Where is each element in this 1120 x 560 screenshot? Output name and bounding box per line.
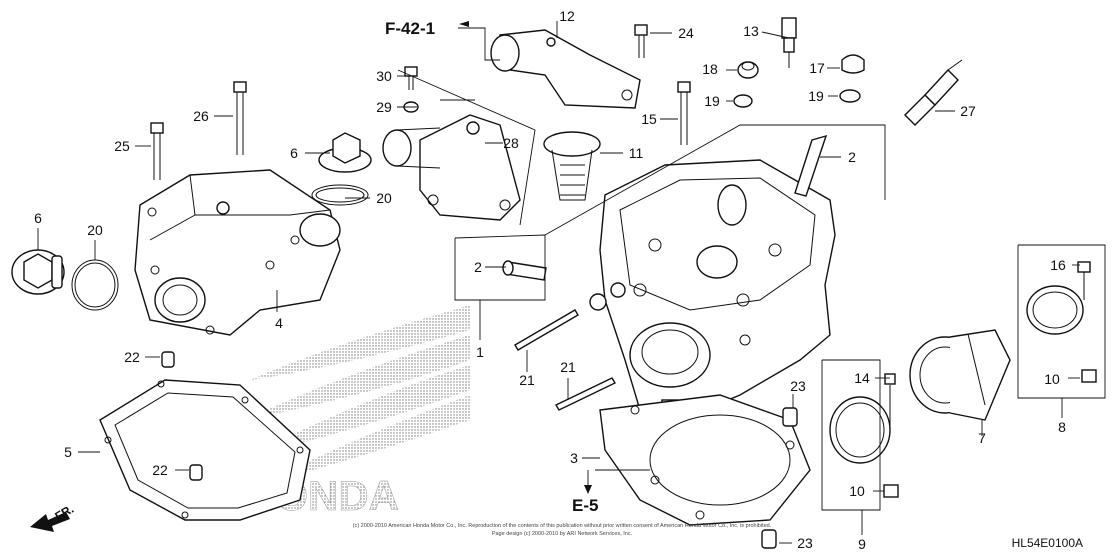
part-cap-left [11,249,65,295]
part-oring-left [71,259,119,311]
front-arrow-icon [30,512,70,532]
callout-3: 3 [570,450,578,466]
part-dowel-23a [782,407,798,427]
callout-19b: 19 [808,88,824,104]
callout-21a: 21 [519,372,535,388]
callout-8: 8 [1058,419,1066,435]
part-thermostat-cover [382,114,521,221]
part-oring-top [311,184,369,206]
callout-27: 27 [960,103,976,119]
callout-20b: 20 [87,222,103,238]
callout-5: 5 [64,444,72,460]
callout-6a: 6 [290,145,298,161]
part-nut-18 [737,61,759,79]
callout-28: 28 [503,135,519,151]
callout-11: 11 [629,145,644,161]
e5-arrow-icon [584,485,592,494]
callout-21b: 21 [560,359,576,375]
group-frames [397,69,1106,511]
callout-23b: 23 [797,535,813,551]
part-dowel-23b [761,529,777,549]
callout-2a: 2 [848,149,856,165]
callout-15: 15 [641,111,657,127]
callout-4: 4 [275,315,283,331]
callout-19a: 19 [704,93,720,109]
part-washer-19b [839,89,861,103]
part-sensor-13 [781,17,797,68]
part-bolt-24 [634,24,648,58]
part-cylinder-head [589,159,836,423]
copyright-line-1: (c) 2000-2010 American Honda Motor Co., … [353,523,772,529]
part-cap-17 [841,54,865,74]
part-gasket-5 [99,379,311,521]
part-washer-19a [733,94,753,108]
part-bolt-26 [233,81,247,155]
part-cap-top [318,132,372,173]
part-dowel-22b [189,464,203,481]
callout-30: 30 [376,68,392,84]
part-clamp-9 [829,373,899,498]
callout-1: 1 [476,344,484,360]
part-dowel-2-left [502,260,547,281]
callout-7: 7 [978,430,986,446]
part-bolt-25 [150,122,164,180]
f421-arrow-icon [459,21,469,27]
callout-25: 25 [114,138,130,154]
callout-14: 14 [854,370,870,386]
ref-e-5: E-5 [572,496,598,515]
callout-2b: 2 [474,259,482,275]
callout-numbers: 1 2 2 3 4 5 6 6 7 8 9 10 10 11 12 13 14 … [34,8,1066,552]
callout-10a: 10 [1044,371,1060,387]
part-spark-plug-27 [904,59,963,126]
part-thermostat-11 [543,131,601,201]
part-clamp-8 [1026,261,1097,383]
part-dowel-2-upper [794,134,828,197]
part-bolt-30 [404,66,418,90]
callout-22b: 22 [152,462,168,478]
part-housing-4 [134,169,341,336]
callout-26: 26 [193,108,209,124]
callout-12: 12 [559,8,575,24]
leader-lines [37,21,1080,544]
part-intake-boot-7 [909,329,1011,421]
copyright-line-2: Page design (c) 2000-2010 by ARI Network… [492,531,633,537]
part-bolt-15 [677,81,691,145]
callout-18: 18 [702,61,718,77]
callout-24: 24 [678,25,694,41]
part-dowel-22a [161,351,175,368]
callout-29: 29 [376,99,392,115]
ref-f-42-1: F-42-1 [385,19,435,38]
part-elbow-12 [490,29,641,109]
part-stud-21b [555,377,616,411]
callout-17: 17 [809,60,825,76]
part-stud-21a [514,309,579,351]
drawing-code: HL54E0100A [1012,536,1083,550]
callout-20a: 20 [376,190,392,206]
callout-16: 16 [1050,257,1066,273]
callout-13: 13 [743,23,759,39]
callout-9: 9 [858,536,866,552]
callout-6b: 6 [34,210,42,226]
callout-10b: 10 [849,483,865,499]
callout-23a: 23 [790,378,806,394]
part-gasket-3 [599,394,811,526]
callout-22a: 22 [124,349,140,365]
